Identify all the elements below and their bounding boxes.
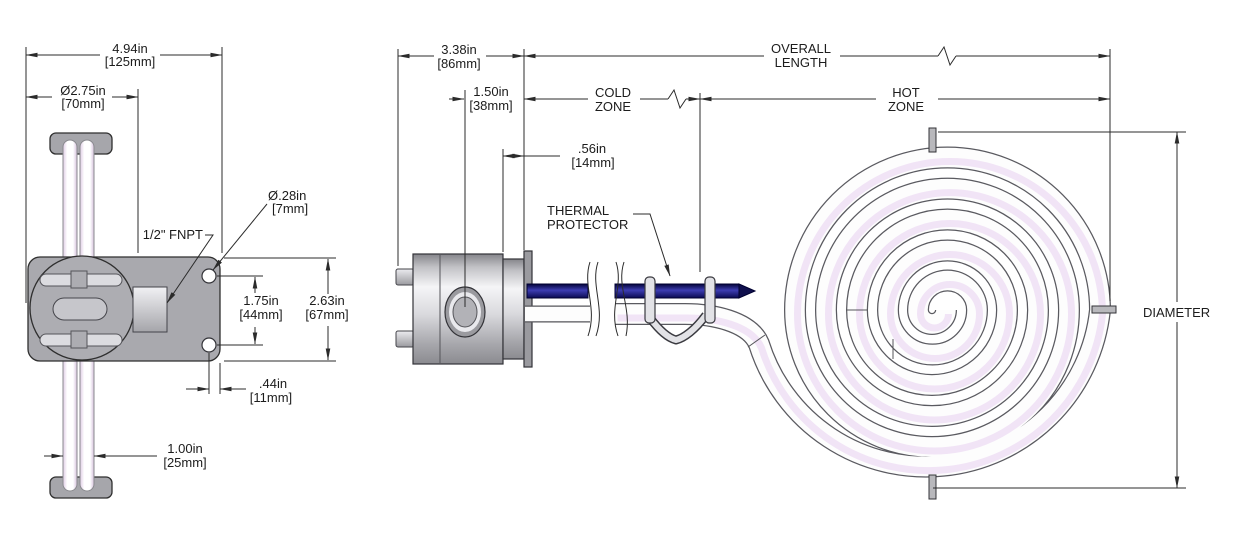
element-tubes-bottom bbox=[62, 359, 95, 492]
break-lines bbox=[587, 261, 628, 337]
dim-hole-dia-in: Ø.28in bbox=[268, 188, 306, 203]
dim-element-width-in: 1.00in bbox=[167, 441, 202, 456]
dim-overall-width-mm: [125mm] bbox=[105, 54, 156, 69]
label-overall-length-2: LENGTH bbox=[775, 55, 828, 70]
side-view-extension-lines bbox=[397, 49, 1186, 489]
dim-port-offset-in: 1.50in bbox=[473, 84, 508, 99]
heater-body bbox=[412, 250, 533, 368]
thermal-protector-leader bbox=[633, 213, 671, 277]
side-view-dimension-lines bbox=[397, 45, 1180, 489]
dim-bracket-height-mm: [67mm] bbox=[305, 307, 348, 322]
spiral-element bbox=[615, 127, 1117, 500]
dim-body-length-in: 3.38in bbox=[441, 42, 476, 57]
dim-flange-dia-mm: [70mm] bbox=[61, 96, 104, 111]
mounting-hole-bottom bbox=[201, 337, 217, 353]
fnpt-leader bbox=[166, 234, 214, 304]
coil-support-bottom bbox=[928, 474, 937, 500]
end-view-dimension-lines bbox=[25, 52, 331, 459]
label-hot-zone-2: ZONE bbox=[888, 99, 924, 114]
label-thermal-protector-2: PROTECTOR bbox=[547, 217, 628, 232]
dim-overall-width-in: 4.94in bbox=[112, 41, 147, 56]
dim-flange-dia-in: Ø2.75in bbox=[60, 83, 106, 98]
dim-hole-edge-mm: [11mm] bbox=[250, 390, 292, 405]
hole-dia-leader bbox=[212, 203, 268, 271]
dim-body-length-mm: [86mm] bbox=[437, 56, 480, 71]
dim-hole-spacing-in: 1.75in bbox=[243, 293, 278, 308]
label-cold-zone-2: ZONE bbox=[595, 99, 631, 114]
end-view: 4.94in [125mm] Ø2.75in [70mm] 1/2" FNPT … bbox=[25, 41, 349, 499]
mounting-hole-top bbox=[201, 268, 217, 284]
dim-hole-dia-mm: [7mm] bbox=[272, 201, 308, 216]
label-hot-zone-1: HOT bbox=[892, 85, 920, 100]
fnpt-boss bbox=[132, 286, 168, 333]
label-thermal-protector-1: THERMAL bbox=[547, 203, 609, 218]
thermal-protector-clip bbox=[644, 276, 716, 345]
dim-exit-offset-in: .56in bbox=[578, 141, 606, 156]
dim-hole-edge-in: .44in bbox=[259, 376, 287, 391]
dim-exit-offset-mm: [14mm] bbox=[571, 155, 614, 170]
label-overall-length-1: OVERALL bbox=[771, 41, 831, 56]
dim-port-offset-mm: [38mm] bbox=[469, 98, 512, 113]
label-cold-zone-1: COLD bbox=[595, 85, 631, 100]
label-fnpt: 1/2" FNPT bbox=[143, 227, 203, 242]
tube-joint-tick bbox=[747, 334, 766, 348]
probe-tip bbox=[738, 283, 757, 299]
coil-support-top bbox=[928, 127, 937, 153]
coil-support-right bbox=[1091, 305, 1117, 314]
dim-hole-spacing-mm: [44mm] bbox=[239, 307, 282, 322]
terminal-pin-bottom bbox=[395, 330, 415, 348]
spiral-highlight bbox=[617, 158, 1107, 475]
dim-bracket-height-in: 2.63in bbox=[309, 293, 344, 308]
side-view: 3.38in [86mm] OVERALL LENGTH 1.50in [38m… bbox=[395, 41, 1210, 500]
label-diameter: DIAMETER bbox=[1143, 305, 1210, 320]
end-view-extension-lines bbox=[25, 47, 336, 394]
thermal-probe bbox=[526, 283, 757, 299]
flange-slots bbox=[39, 270, 123, 349]
element-tubes-top bbox=[62, 139, 95, 259]
dim-element-width-mm: [25mm] bbox=[163, 455, 206, 470]
terminal-pin-top bbox=[395, 268, 415, 286]
